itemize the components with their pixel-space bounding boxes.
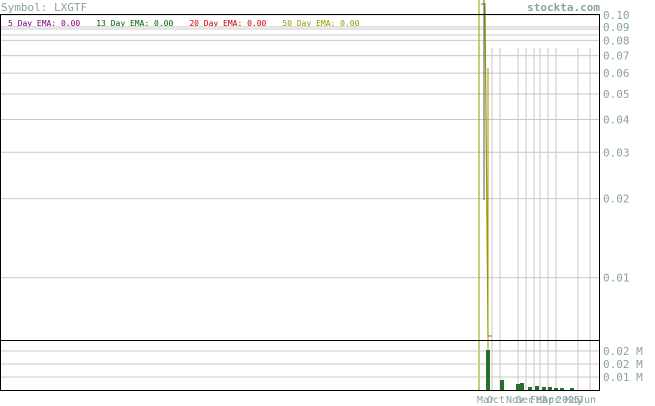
legend-item-2: 20 Day EMA: 0.00	[189, 19, 267, 28]
price-series-line	[481, 3, 492, 337]
price-tick-label: 0.10	[603, 9, 630, 22]
volume-tick-label: 0.02 M	[603, 345, 643, 358]
volume-bar	[542, 387, 546, 390]
price-tick-label: 0.07	[603, 50, 630, 63]
volume-bar	[570, 388, 574, 390]
price-tick-label: 0.06	[603, 67, 630, 80]
price-panel-frame	[0, 14, 600, 341]
price-tick-label: 0.05	[603, 88, 630, 101]
price-tick-label: 0.03	[603, 146, 630, 159]
volume-tick-label: 0.02 M	[603, 358, 643, 371]
x-tick-label: May	[565, 395, 583, 406]
volume-bar	[535, 386, 539, 390]
x-tick-label: Jun	[578, 395, 596, 406]
x-tick-label: Apr	[542, 395, 560, 406]
volume-bar	[520, 383, 524, 390]
volume-bar	[548, 387, 552, 390]
x-tick-label: Feb	[530, 395, 548, 406]
legend-item-1: 13 Day EMA: 0.00	[96, 19, 174, 28]
volume-panel-frame	[0, 340, 600, 391]
x-tick-label: Mar	[536, 395, 554, 406]
volume-bar	[500, 380, 504, 390]
site-name: stockta.com	[527, 1, 600, 14]
ema-legend: 5 Day EMA: 0.00 13 Day EMA: 0.00 20 Day EM…	[8, 19, 375, 28]
price-tick-label: 0.09	[603, 21, 630, 34]
x-tick-label: Oct	[487, 395, 505, 406]
volume-bar	[516, 384, 520, 390]
x-tick-label: 2025	[556, 395, 580, 406]
x-tick-label: Dec	[516, 395, 534, 406]
volume-tick-label: 0.01 M	[603, 371, 643, 384]
x-tick-label: Mar	[477, 395, 495, 406]
legend-item-3: 50 Day EMA: 0.00	[282, 19, 360, 28]
price-tick-label: 0.01	[603, 272, 630, 285]
volume-bar	[486, 350, 490, 390]
legend-item-0: 5 Day EMA: 0.00	[8, 19, 81, 28]
symbol-label: Symbol: LXGTF	[1, 1, 88, 14]
x-tick-label: Nov	[506, 395, 524, 406]
price-tick-label: 0.08	[603, 34, 630, 47]
price-tick-label: 0.04	[603, 113, 630, 126]
price-tick-label: 0.02	[603, 193, 630, 206]
volume-bar	[560, 388, 564, 390]
volume-bar	[554, 388, 558, 390]
volume-bar	[528, 387, 532, 390]
